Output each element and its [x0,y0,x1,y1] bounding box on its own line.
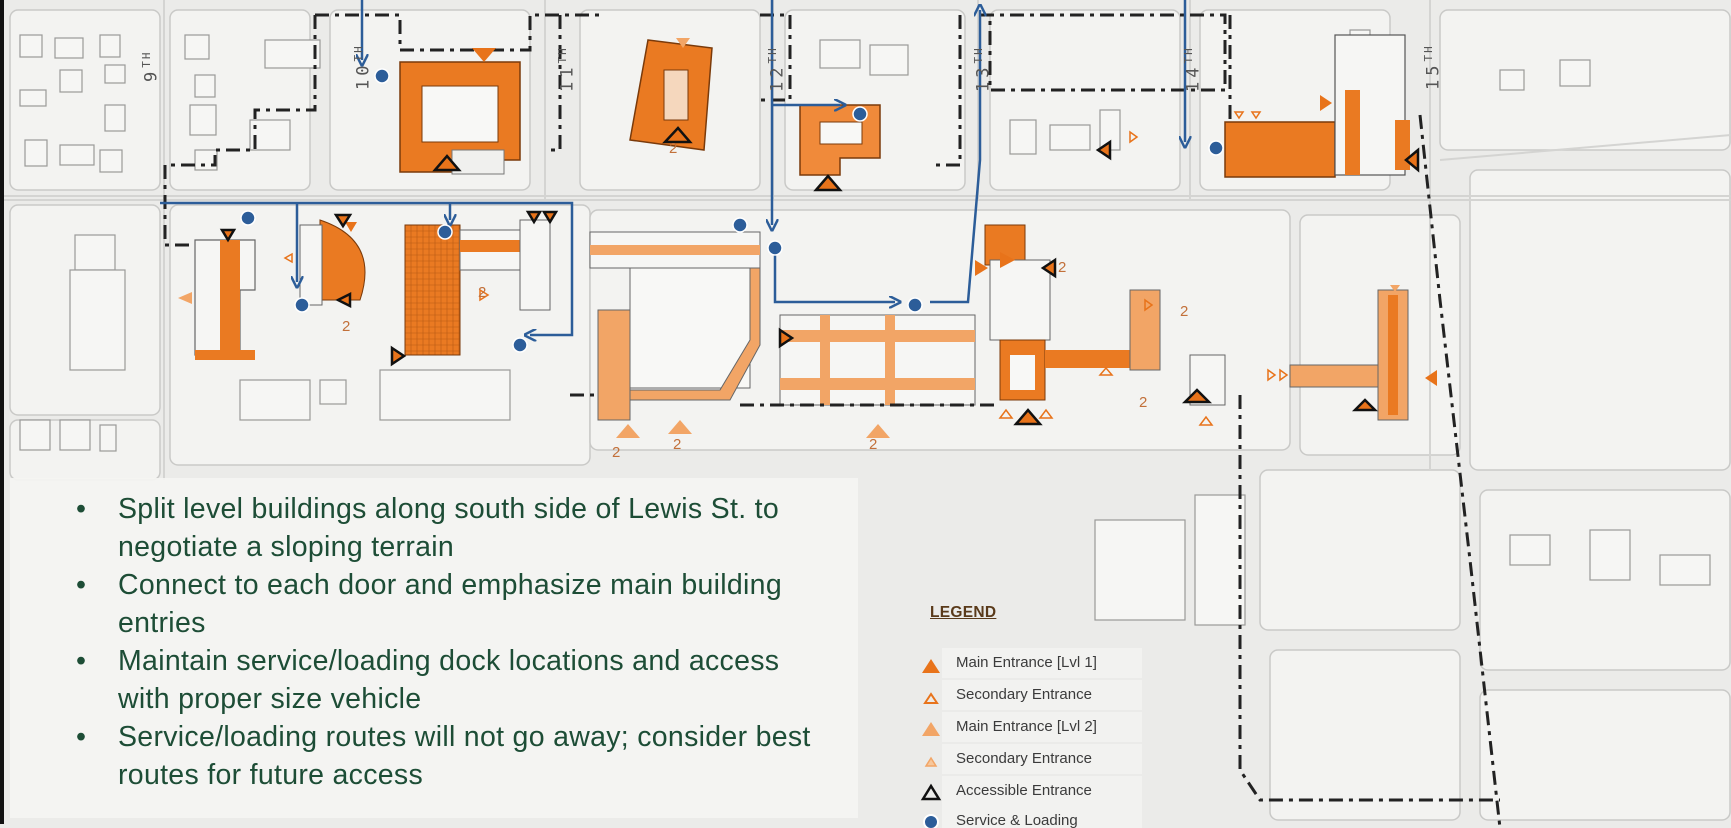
building-block-14th-15th [1224,34,1410,178]
building-central [589,231,761,421]
service-routes [160,0,1185,335]
street-suffix: TH [1422,44,1435,62]
accessible-entrances [219,126,1420,426]
street-suffix: TH [972,46,985,64]
building-block-10th-11th [399,61,521,175]
main-entrances-lvl2 [178,38,1400,438]
campus-boundary [163,13,1502,828]
street-suffix: TH [140,50,153,68]
note-item: Connect to each door and emphasize main … [76,566,838,642]
street-label-14th: 14TH [1182,46,1204,92]
legend-item-label: Secondary Entrance [956,750,1092,767]
main-entrances-lvl1 [345,48,1437,386]
legend-item: Secondary Entrance [942,744,1142,774]
street-number: 15 [1423,61,1444,90]
note-item: Maintain service/loading dock locations … [76,642,838,718]
campus-buildings [194,34,1410,421]
solid-triangle-icon [922,659,940,673]
design-notes-list: Split level buildings along south side o… [10,490,838,794]
legend-title: LEGEND [930,604,997,621]
level-2-marker: 2 [1180,303,1189,320]
level-2-marker: 2 [612,444,621,461]
legend-item: Service & Loading [942,806,1142,828]
legend-item-label: Main Entrance [Lvl 1] [956,654,1097,671]
legend-item-label: Service & Loading [956,812,1078,828]
service-loading-points [240,68,1224,353]
map-legend: LEGEND Main Entrance [Lvl 1] Secondary E… [858,590,1142,828]
legend-item-label: Accessible Entrance [956,782,1092,799]
street-label-11th: 11TH [556,46,578,92]
street-number: 10 [353,61,374,90]
building-center-east [779,314,976,406]
level-2-marker: 2 [673,436,682,453]
level-2-marker: 2 [478,284,487,301]
street-number: 11 [557,63,578,92]
building-block-11th-12th [629,39,713,151]
level-2-marker: 2 [869,436,878,453]
legend-item: Accessible Entrance [942,776,1142,806]
light-triangle-icon [922,722,940,736]
street-suffix: TH [556,46,569,64]
street-suffix: TH [766,46,779,64]
note-item: Split level buildings along south side o… [76,490,838,566]
blue-dot-icon [923,814,939,828]
level-2-marker: 2 [669,140,678,157]
street-suffix: TH [352,44,365,62]
level-2-marker: 2 [1139,394,1148,411]
light-outline-triangle-icon [924,756,938,767]
street-number: 9 [141,67,162,82]
legend-item: Secondary Entrance [942,680,1142,710]
street-lines [0,0,1731,480]
building-far-east [1189,289,1409,421]
secondary-entrances [283,111,1289,426]
design-notes-panel: Split level buildings along south side o… [10,478,858,818]
street-label-13th: 13TH [972,46,994,92]
level-2-marker: 2 [342,318,351,335]
note-item: Service/loading routes will not go away;… [76,718,838,794]
legend-item-label: Secondary Entrance [956,686,1092,703]
building-east-hall [984,224,1161,401]
street-label-15th: 15TH [1422,44,1444,90]
legend-item-label: Main Entrance [Lvl 2] [956,718,1097,735]
building-block-12th-13th [799,104,881,176]
street-number: 14 [1183,63,1204,92]
street-label-9th: 9TH [140,51,162,83]
street-label-10th: 10TH [352,44,374,90]
level-2-marker: 2 [1058,259,1067,276]
legend-item: Main Entrance [Lvl 2] [942,712,1142,742]
outline-triangle-icon [923,692,939,704]
street-suffix: TH [1182,46,1195,64]
street-number: 12 [767,63,788,92]
legend-item: Main Entrance [Lvl 1] [942,648,1142,678]
building-central-west [404,219,551,356]
black-outline-triangle-icon [920,783,942,801]
building-west-wing [194,219,366,360]
street-number: 13 [973,63,994,92]
street-label-12th: 12TH [766,46,788,92]
